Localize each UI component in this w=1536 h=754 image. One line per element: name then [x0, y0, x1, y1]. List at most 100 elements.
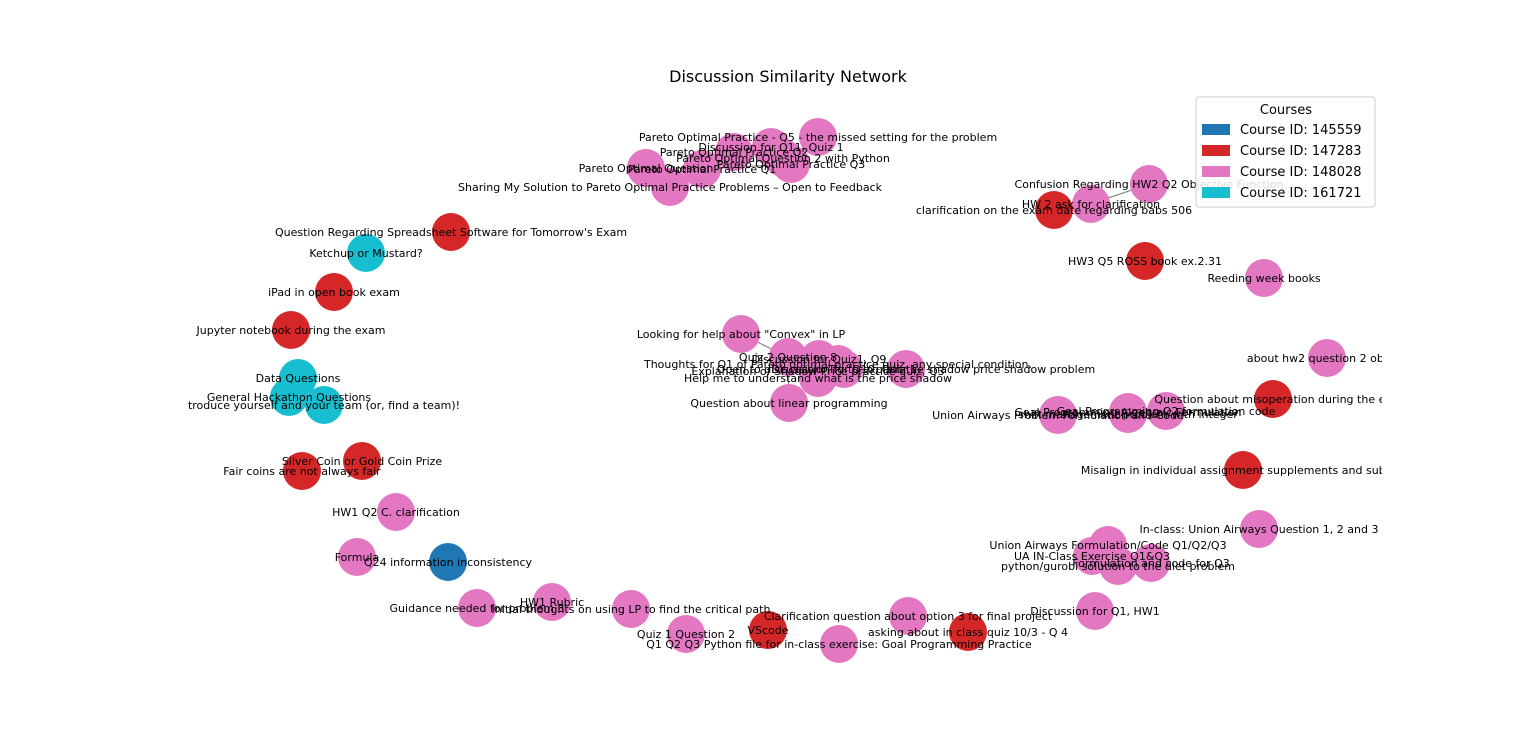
node-label-7: Sharing My Solution to Pareto Optimal Pr… — [458, 181, 883, 194]
labels-layer: Pareto Optimal Practice - Q5 - the misse… — [188, 131, 1407, 651]
node-label-48: Discussion for Quiz1, Q9 — [752, 353, 887, 366]
node-label-1: Discussion for Q11, Quiz 1 — [698, 141, 843, 154]
node-7 — [651, 168, 689, 206]
legend-swatch-2 — [1202, 166, 1230, 177]
node-0 — [799, 118, 837, 156]
node-label-47: Quiz 2 Question 8 — [739, 351, 837, 364]
node-label-33: In-class: Union Airways Question 1, 2 an… — [1140, 523, 1379, 536]
node-53 — [887, 350, 925, 388]
node-19 — [429, 543, 467, 581]
node-52 — [799, 359, 837, 397]
node-32 — [1132, 544, 1170, 582]
node-label-5: Pareto Optimal Practice Q1 — [628, 163, 777, 176]
node-label-23: Quiz 1 Question 2 — [637, 628, 735, 641]
chart-title: Discussion Similarity Network — [669, 67, 907, 86]
node-42 — [1126, 242, 1164, 280]
node-label-26: Clarification question about option 3 fo… — [764, 610, 1053, 623]
node-44 — [1072, 185, 1110, 223]
node-label-14: troduce yourself and your team (or, find… — [188, 399, 460, 412]
legend-label-2: Course ID: 148028 — [1240, 165, 1362, 180]
node-label-0: Pareto Optimal Practice - Q5 - the misse… — [639, 131, 997, 144]
legend-swatch-0 — [1202, 124, 1230, 135]
node-31 — [1099, 547, 1137, 585]
node-40 — [1147, 392, 1185, 430]
node-21 — [533, 583, 571, 621]
node-label-4: Pareto Optimal Practice Q3 — [717, 158, 866, 171]
node-35 — [1254, 380, 1292, 418]
legend-swatch-3 — [1202, 187, 1230, 198]
node-22 — [612, 590, 650, 628]
node-20 — [458, 589, 496, 627]
node-label-24: VScode — [747, 624, 788, 637]
node-label-18: Formula — [335, 551, 379, 564]
node-41 — [1245, 259, 1283, 297]
node-27 — [949, 613, 987, 651]
node-label-53: Open to discussion: Try to explain the s… — [717, 363, 1095, 376]
node-label-38: shift management problem with integer — [1018, 408, 1238, 421]
node-label-20: Guidance needed for problem 3 — [390, 602, 565, 615]
node-label-35: Question about misoperation during the e… — [1154, 393, 1392, 406]
node-43 — [1130, 165, 1168, 203]
legend-label-0: Course ID: 145559 — [1240, 123, 1362, 138]
node-label-11: Jupyter notebook during the exam — [196, 324, 386, 337]
node-9 — [347, 234, 385, 272]
node-label-36: about hw2 question 2 objecti — [1247, 352, 1407, 365]
node-46 — [722, 315, 760, 353]
node-label-46: Looking for help about "Convex" in LP — [637, 328, 846, 341]
node-label-8: Question Regarding Spreadsheet Software … — [275, 226, 627, 239]
node-5 — [683, 150, 721, 188]
node-label-30: UA IN-Class Exercise Q1&Q3 — [1014, 550, 1170, 563]
node-45 — [1035, 191, 1073, 229]
node-34 — [1224, 451, 1262, 489]
node-label-51: Discussion for Q10, Quiz 1 — [771, 363, 916, 376]
node-label-44: HW 2 ask for clarification — [1022, 198, 1160, 211]
node-label-31: python/gurobi solution to the diet probl… — [1001, 560, 1235, 573]
node-47 — [769, 338, 807, 376]
node-label-13: General Hackathon Questions — [207, 391, 372, 404]
legend-title: Courses — [1260, 103, 1312, 118]
node-label-3: Pareto Optimal Question 2 with Python — [676, 152, 890, 165]
node-label-34: Misalign in individual assignment supple… — [1081, 464, 1406, 477]
node-label-42: HW3 Q5 ROSS book ex.2.31 — [1068, 255, 1222, 268]
node-8 — [432, 213, 470, 251]
node-label-28: Discussion for Q1, HW1 — [1030, 605, 1159, 618]
node-label-50: Explanation of Shadow Price practice qui… — [691, 365, 944, 378]
node-label-15: Silver Coin or Gold Coin Prize — [282, 455, 443, 468]
node-label-22: Initial thoughts on using LP to find the… — [492, 603, 771, 616]
node-36 — [1308, 339, 1346, 377]
node-label-25: Q1 Q2 Q3 Python file for in-class exerci… — [646, 638, 1032, 651]
node-label-9: Ketchup or Mustard? — [309, 247, 423, 260]
node-label-27: asking about in class quiz 10/3 - Q 4 — [868, 626, 1068, 639]
node-13 — [270, 378, 308, 416]
node-label-21: HW1 Rubric — [520, 596, 584, 609]
node-2 — [715, 133, 753, 171]
node-label-32: Formulation and code for Q3 — [1072, 557, 1230, 570]
node-label-16: Fair coins are not always fair — [223, 465, 381, 478]
node-label-19: Q24 information inconsistency — [364, 556, 533, 569]
node-16 — [283, 452, 321, 490]
legend-swatch-1 — [1202, 145, 1230, 156]
node-label-54: Question about linear programming — [690, 397, 887, 410]
node-28 — [1076, 592, 1114, 630]
node-label-2: Pareto Optimal Practice Q2 — [660, 146, 809, 159]
node-17 — [377, 493, 415, 531]
node-14 — [305, 386, 343, 424]
legend-frame — [1195, 96, 1376, 208]
node-39 — [1109, 393, 1147, 431]
node-54 — [770, 384, 808, 422]
node-label-49: Thoughts for Q1 of Pareto optimal practi… — [643, 358, 1032, 371]
node-label-37: Union Airways Problem Formulation and Co… — [932, 409, 1184, 422]
node-label-6: Pareto Optimal Question — [579, 162, 714, 175]
node-label-39: Goal Programming Algebraic Formulation — [1015, 406, 1242, 419]
nodes-layer — [270, 118, 1346, 663]
node-15 — [343, 442, 381, 480]
node-label-40: Goal Programming Q2 formulation code — [1057, 405, 1276, 418]
node-label-41: Reeding week books — [1207, 272, 1320, 285]
node-label-10: iPad in open book exam — [268, 286, 400, 299]
legend-label-3: Course ID: 161721 — [1240, 186, 1362, 201]
node-23 — [667, 615, 705, 653]
node-label-45: clarification on the exam date regarding… — [916, 204, 1192, 217]
